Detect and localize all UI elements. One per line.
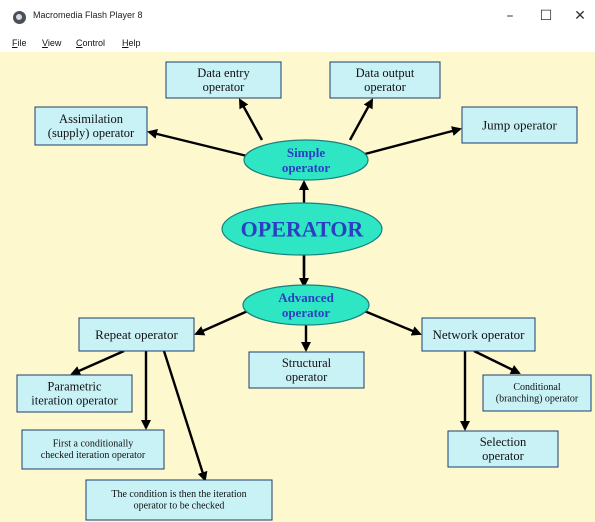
conditional-label: Conditional: [513, 382, 560, 393]
flash-player-icon: [13, 11, 26, 24]
repeat-box: [78, 317, 195, 352]
structural-label: Structural: [282, 356, 332, 370]
advanced-oval: [242, 284, 370, 326]
parametric-label: iteration operator: [31, 394, 118, 408]
menu-view[interactable]: View: [42, 38, 62, 48]
center-label: OPERATOR: [241, 217, 365, 242]
window-title: Macromedia Flash Player 8: [33, 10, 143, 20]
minimize-button[interactable]: –: [506, 8, 514, 24]
data-output-label: Data output: [356, 66, 415, 80]
diagram-arrow: [194, 308, 251, 336]
data-entry-box: [165, 61, 282, 99]
selection-label: operator: [482, 449, 524, 463]
first-checked-box: [21, 429, 165, 470]
condition-then-box: [85, 479, 273, 521]
diagram-arrow: [147, 129, 248, 158]
jump-label: Jump operator: [482, 118, 557, 133]
advanced-label: Advanced: [278, 290, 334, 305]
first-checked-label: checked iteration operator: [41, 450, 146, 461]
diagram-arrow: [162, 350, 208, 482]
selection-box: [447, 430, 559, 468]
selection-label: Selection: [480, 435, 527, 449]
network-node: Network operator: [421, 317, 536, 352]
diagram-arrow: [238, 98, 264, 141]
structural-label: operator: [286, 370, 328, 384]
diagram-arrow: [364, 126, 462, 156]
menu-bar: File View Control Help: [0, 36, 595, 52]
network-label: Network operator: [432, 327, 525, 342]
condition-then-label: operator to be checked: [134, 500, 225, 511]
diagram-arrow: [348, 98, 374, 141]
assimilation-box: [34, 106, 148, 146]
center-oval: [221, 202, 383, 256]
diagram-arrow: [361, 308, 422, 336]
structural-box: [248, 351, 365, 389]
menu-help[interactable]: Help: [122, 38, 141, 48]
jump-box: [461, 106, 578, 144]
data-output-label: operator: [364, 80, 406, 94]
assimilation-node: Assimilation(supply) operator: [34, 106, 148, 146]
first-checked-label: First a conditionally: [53, 438, 134, 449]
jump-node: Jump operator: [461, 106, 578, 144]
maximize-button[interactable]: ☐: [539, 8, 553, 24]
parametric-label: Parametric: [47, 379, 102, 393]
title-bar: Macromedia Flash Player 8 – ☐ ✕: [0, 0, 595, 36]
network-box: [421, 317, 536, 352]
conditional-node: Conditional(branching) operator: [482, 374, 592, 412]
conditional-box: [482, 374, 592, 412]
menu-file[interactable]: File: [12, 38, 27, 48]
data-output-box: [329, 61, 441, 99]
advanced-label: operator: [282, 305, 331, 320]
simple-oval: [243, 139, 369, 181]
simple-label: operator: [282, 160, 331, 175]
parametric-box: [16, 374, 133, 413]
repeat-node: Repeat operator: [78, 317, 195, 352]
diagram-arrow: [473, 349, 521, 375]
center-operator-node: OPERATOR: [221, 202, 383, 256]
data-entry-label: operator: [203, 80, 245, 94]
repeat-label: Repeat operator: [95, 327, 178, 342]
condition-then-label: The condition is then the iteration: [111, 489, 246, 500]
menu-control[interactable]: Control: [76, 38, 106, 48]
close-button[interactable]: ✕: [574, 8, 586, 24]
diagram-arrow: [70, 349, 125, 376]
data-entry-label: Data entry: [197, 66, 250, 80]
assimilation-label: (supply) operator: [48, 126, 135, 140]
condition-then-node: The condition is then the iterationopera…: [85, 479, 273, 521]
assimilation-label: Assimilation: [59, 112, 124, 126]
conditional-label: (branching) operator: [496, 393, 579, 404]
simple-label: Simple: [287, 145, 326, 160]
